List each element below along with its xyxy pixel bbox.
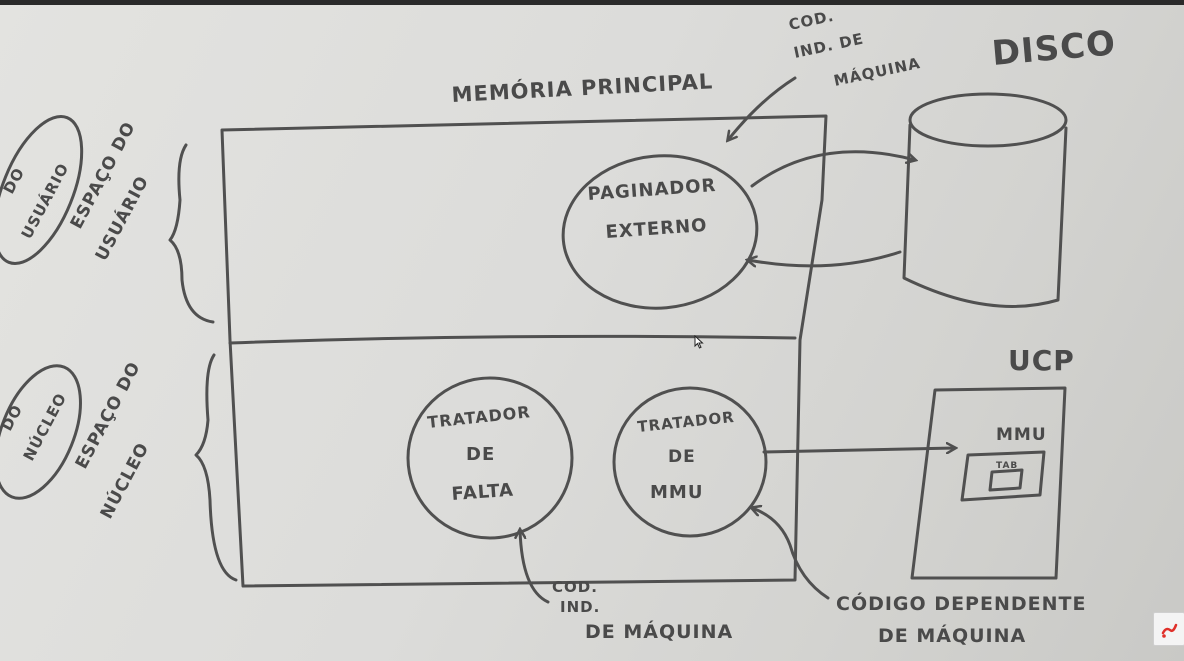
disk-title: DISCO (990, 23, 1117, 74)
left-nucleo-line2: NÚCLEO (19, 389, 71, 464)
cod-ind-top-line2: IND. DE (792, 29, 865, 61)
cod-ind-bottom-line3: DE MÁQUINA (585, 620, 733, 643)
tratador-falta-line3: FALTA (451, 480, 515, 505)
tab-label: TAB (996, 461, 1018, 471)
memory-title: MEMÓRIA PRINCIPAL (451, 68, 714, 107)
arrow-cod-ind-bottom (520, 530, 550, 604)
left-nucleo-line1: DO (0, 401, 26, 433)
cod-ind-top-line3: MÁQUINA (832, 53, 922, 90)
left-usuario-line1: DO (0, 164, 28, 196)
codigo-dependente-line2: DE MÁQUINA (878, 624, 1026, 647)
cod-ind-bottom-line2: IND. (560, 598, 600, 616)
mmu-label: MMU (996, 425, 1047, 445)
cpu-title: UCP (1008, 344, 1075, 377)
tratador-mmu-line2: DE (668, 447, 696, 467)
kernel-space-brace (194, 353, 238, 582)
tratador-falta-line1: TRATADOR (426, 402, 531, 432)
cod-ind-bottom-line1: COD. (552, 578, 598, 596)
user-space-brace (168, 143, 215, 324)
disk-top (908, 92, 1068, 148)
paginador-label-line1: PAGINADOR (587, 175, 717, 205)
tratador-mmu-line3: MMU (650, 482, 703, 503)
mmu-box (960, 450, 1046, 502)
tratador-falta-line2: DE (466, 444, 495, 465)
top-edge (0, 0, 1184, 5)
espaco-nucleo-line2: NÚCLEO (95, 438, 154, 522)
paginador-externo-circle (561, 154, 759, 310)
logo-icon[interactable] (1153, 612, 1184, 646)
tab-box (988, 468, 1024, 492)
cod-ind-top-line1: COD. (787, 7, 836, 34)
memory-divider (228, 334, 797, 345)
arrow-tratador-to-mmu (762, 448, 955, 452)
arrow-disk-to-paginador (748, 250, 902, 266)
cpu-box (910, 386, 1067, 580)
main-memory-box (220, 114, 828, 588)
cursor-icon (694, 334, 704, 353)
left-usuario-oval (0, 115, 84, 265)
disk-body (902, 123, 1068, 308)
tratador-mmu-circle (612, 386, 768, 538)
codigo-dependente-line1: CÓDIGO DEPENDENTE (836, 591, 1086, 615)
left-nucleo-oval (0, 364, 82, 500)
arrow-codigo-dependente (752, 508, 830, 600)
arrow-paginador-to-disk (750, 150, 915, 188)
paginador-label-line2: EXTERNO (605, 215, 708, 243)
tratador-mmu-line1: TRATADOR (637, 408, 736, 436)
arrow-cod-ind-top (728, 76, 797, 140)
tratador-falta-circle (406, 376, 574, 540)
